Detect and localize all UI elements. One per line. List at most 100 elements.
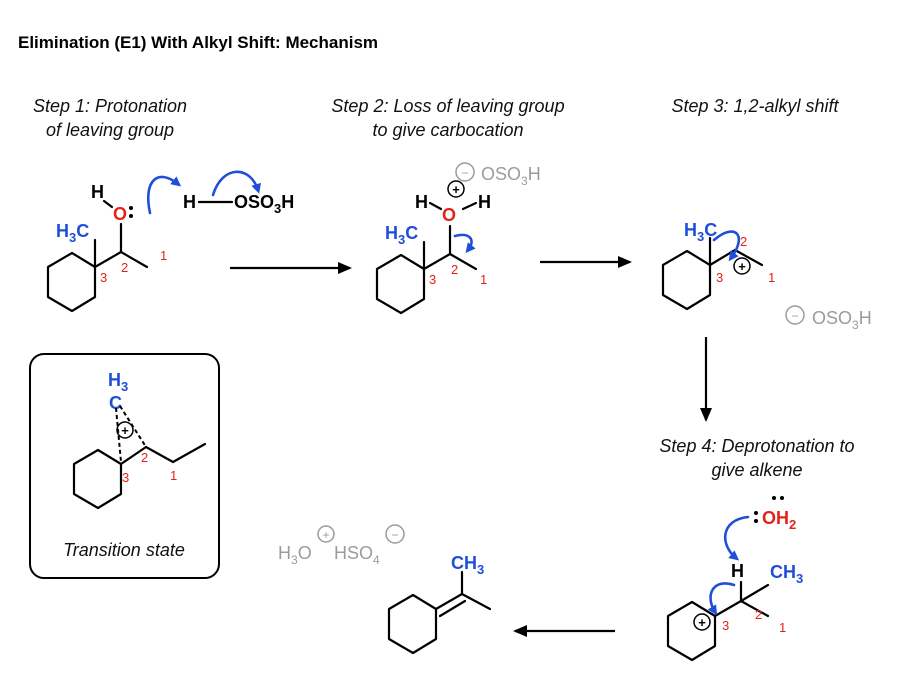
methyl-group: H3C: [56, 221, 89, 245]
methyl-group: CH3: [451, 553, 484, 577]
counterion-bisulfate: OSO3H: [481, 164, 541, 188]
molecule-alkene-product: CH3: [387, 553, 492, 655]
curly-arrow-water-to-h: [723, 515, 750, 561]
negative-charge-circle: [385, 524, 405, 544]
bond-c2-c1: [144, 445, 175, 464]
carbocation-charge-circle: [733, 257, 751, 275]
step4-heading-line1: Step 4: Deprotonation to: [659, 436, 854, 456]
cyclohexane-ring: [661, 249, 712, 311]
curly-arrow-ch-bond: [707, 582, 736, 616]
oxonium-oxygen: O: [442, 205, 456, 225]
bond-c2-ch3: [739, 583, 770, 603]
positive-charge-circle: [317, 525, 335, 543]
carbon-number-2: 2: [141, 450, 148, 465]
step4-heading-line2: give alkene: [711, 460, 802, 480]
molecule-carbocation: H3C + 3 2 1 − OSO3H: [661, 220, 872, 332]
methyl-group: H3C: [385, 223, 418, 247]
carbon-number-1: 1: [768, 270, 775, 285]
carbon-number-3: 3: [122, 470, 129, 485]
lone-pair-dot: [754, 519, 758, 523]
bond-double-inner: [438, 599, 467, 618]
transition-state-frame: [29, 353, 220, 579]
step1-heading-line2: of leaving group: [46, 120, 174, 140]
oxonium-hydrogen-right: H: [478, 192, 491, 212]
oxygen-atom: O: [113, 204, 127, 224]
negative-charge-sign: −: [791, 309, 798, 323]
step2-heading-line2: to give carbocation: [372, 120, 523, 140]
bond-c3-c2: [713, 599, 743, 618]
bond-o-h-left: [428, 201, 443, 211]
carbon-number-2: 2: [755, 607, 762, 622]
carbon-number-3: 3: [722, 618, 729, 633]
step1-heading-line1: Step 1: Protonation: [33, 96, 187, 116]
bond-c2-c1: [733, 248, 764, 267]
carbon-number-3: 3: [716, 270, 723, 285]
positive-charge-circle: [447, 180, 465, 198]
carbon-number-1: 1: [160, 248, 167, 263]
page-title: Elimination (E1) With Alkyl Shift: Mecha…: [18, 33, 378, 52]
bond-methyl: [460, 592, 492, 611]
carbocation-charge-circle: [693, 613, 711, 631]
methyl-group: H3C: [684, 220, 717, 244]
carbon-number-1: 1: [779, 620, 786, 635]
acid-hydrogen: H: [183, 192, 196, 212]
bond-c3-c2: [93, 250, 123, 269]
carbon-number-1: 1: [480, 272, 487, 287]
beta-hydrogen: H: [731, 561, 744, 581]
cyclohexane-ring: [46, 251, 97, 313]
bisulfate-ion: HSO4: [334, 543, 380, 567]
carbon-number-3: 3: [100, 270, 107, 285]
ts-charge-circle: [116, 421, 134, 439]
negative-charge-sign: −: [461, 166, 468, 180]
bond-c2-c1: [739, 599, 770, 618]
bond-c2-c1: [448, 252, 478, 271]
oso3h-group: OSO3H: [234, 192, 294, 216]
carbon-number-2: 2: [740, 234, 747, 249]
bond-c1-ch3: [171, 442, 207, 464]
cyclohexane-ring: [666, 600, 717, 662]
bond-double-outer: [434, 592, 464, 611]
carbon-number-2: 2: [121, 260, 128, 275]
transition-state-caption: Transition state: [63, 540, 185, 560]
curly-arrow-alkyl-shift: [712, 230, 741, 262]
bond-o-h-right: [461, 201, 478, 211]
carbocation-charge-sign: +: [698, 615, 706, 630]
lone-pair-dot: [129, 206, 133, 210]
water-molecule: OH2: [762, 508, 796, 532]
bond-o-h: [102, 199, 114, 209]
methyl-group: CH3: [770, 562, 803, 586]
ts-charge-sign: +: [121, 423, 129, 438]
carbon-number-1: 1: [170, 468, 177, 483]
ts-methyl-h3: H3: [108, 370, 128, 394]
negative-charge-circle: [785, 305, 805, 325]
bond-c3-c2: [119, 445, 148, 466]
step3-heading: Step 3: 1,2-alkyl shift: [671, 96, 839, 116]
molecule-alcohol: H3C O H 3 2 1 H OSO3H: [46, 170, 294, 313]
negative-charge-circle: [455, 162, 475, 182]
curly-arrow-o-to-h: [147, 175, 182, 215]
bond-c2-c1: [119, 250, 149, 269]
negative-charge-sign: −: [391, 528, 398, 542]
cyclohexane-ring: [375, 253, 426, 315]
ts-partial-bond-c3: [115, 407, 122, 463]
hydroxyl-hydrogen: H: [91, 182, 104, 202]
carbocation-charge-sign: +: [738, 259, 746, 274]
bond-c3-c2: [422, 252, 452, 271]
counterion-bisulfate: OSO3H: [812, 308, 872, 332]
lone-pair-dot: [772, 496, 776, 500]
carbon-number-3: 3: [429, 272, 436, 287]
cyclohexane-ring: [72, 448, 123, 510]
byproducts: H3O + HSO4 −: [278, 524, 405, 567]
lone-pair-dot: [129, 214, 133, 218]
carbon-number-2: 2: [451, 262, 458, 277]
transition-state-box: H3 C + 3 2 1 Transition state: [29, 353, 220, 579]
molecule-tertiary-carbocation: OH2 H CH3 + 3 2 1: [666, 496, 803, 662]
oxonium-hydrogen-left: H: [415, 192, 428, 212]
ts-methyl-carbon: C: [109, 393, 122, 413]
lone-pair-dot: [780, 496, 784, 500]
cyclohexane-ring: [387, 593, 438, 655]
step2-heading-line1: Step 2: Loss of leaving group: [331, 96, 564, 116]
lone-pair-dot: [754, 511, 758, 515]
curly-arrow-c-o-bond: [453, 233, 476, 254]
